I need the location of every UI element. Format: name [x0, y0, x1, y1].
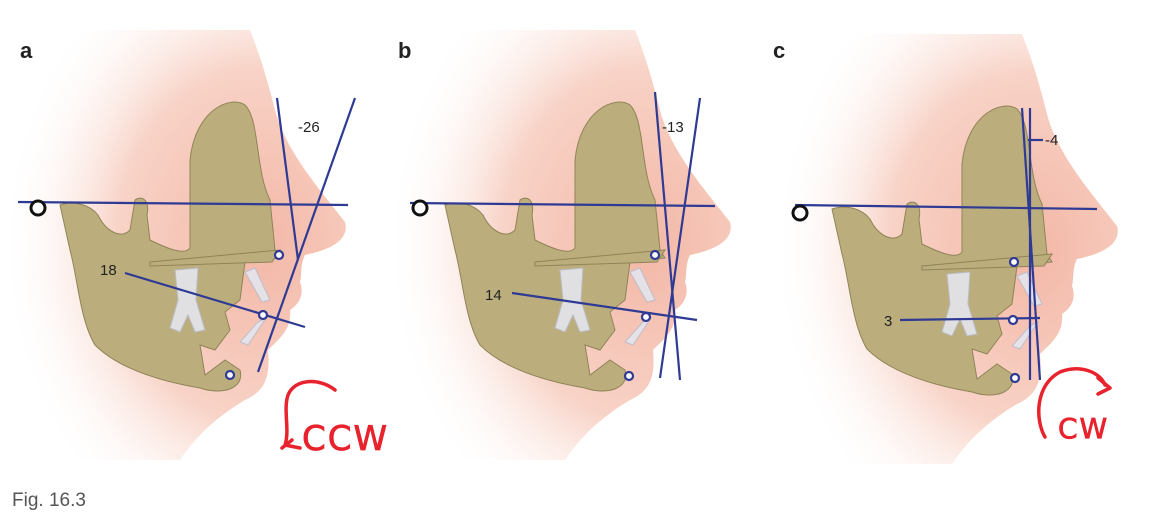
facial-profile-line: [256, 97, 357, 373]
landmark-point: [224, 369, 236, 381]
occlusal-plane-line: [124, 271, 306, 329]
panel-letter-b: b: [398, 38, 411, 63]
occlusal-plane-line: [511, 291, 698, 322]
porion-marker: [791, 204, 809, 222]
landmark-point: [273, 249, 285, 261]
cw-annotation-text: CW: [1058, 412, 1109, 445]
landmark-point: [1007, 314, 1019, 326]
porion-marker: [411, 199, 429, 217]
head-illustration-a: [0, 29, 347, 461]
head-illustration-c: [771, 33, 1119, 465]
panel-letter-a: a: [20, 38, 33, 63]
plane-label-b: 14: [485, 287, 502, 304]
frankfort-horizontal-line: [794, 203, 1098, 211]
angle-label-c: -4: [1045, 132, 1058, 149]
landmark-point: [649, 249, 661, 261]
plane-label-c: 3: [884, 313, 892, 330]
handwritten-ccw-annotation: CCW: [280, 379, 389, 459]
facial-profile-line: [658, 97, 702, 379]
panel-letter-c: c: [773, 38, 785, 63]
landmark-point: [1008, 256, 1020, 268]
panel-c: c -4 3 CW: [771, 33, 1119, 465]
ccw-annotation-text: CCW: [302, 419, 389, 459]
angle-label-a: -26: [298, 119, 320, 136]
landmark-point: [640, 311, 652, 323]
panel-a: a -26 18 CCW: [0, 29, 389, 461]
landmark-point: [1009, 372, 1021, 384]
nasion-perpendicular-line: [653, 91, 682, 381]
landmark-point: [623, 370, 635, 382]
angle-label-b: -13: [662, 119, 684, 136]
panel-b: b -13 14: [384, 29, 732, 461]
handwritten-cw-annotation: CW: [1037, 367, 1112, 445]
rotation-arrow-icon: [280, 379, 337, 450]
frankfort-horizontal-line: [17, 200, 349, 207]
plane-label-a: 18: [100, 262, 117, 279]
nasion-perpendicular-line: [275, 97, 300, 261]
rotation-arrow-icon: [1037, 367, 1112, 439]
landmark-point: [257, 309, 269, 321]
figure-caption: Fig. 16.3: [12, 490, 86, 511]
porion-marker: [29, 199, 47, 217]
